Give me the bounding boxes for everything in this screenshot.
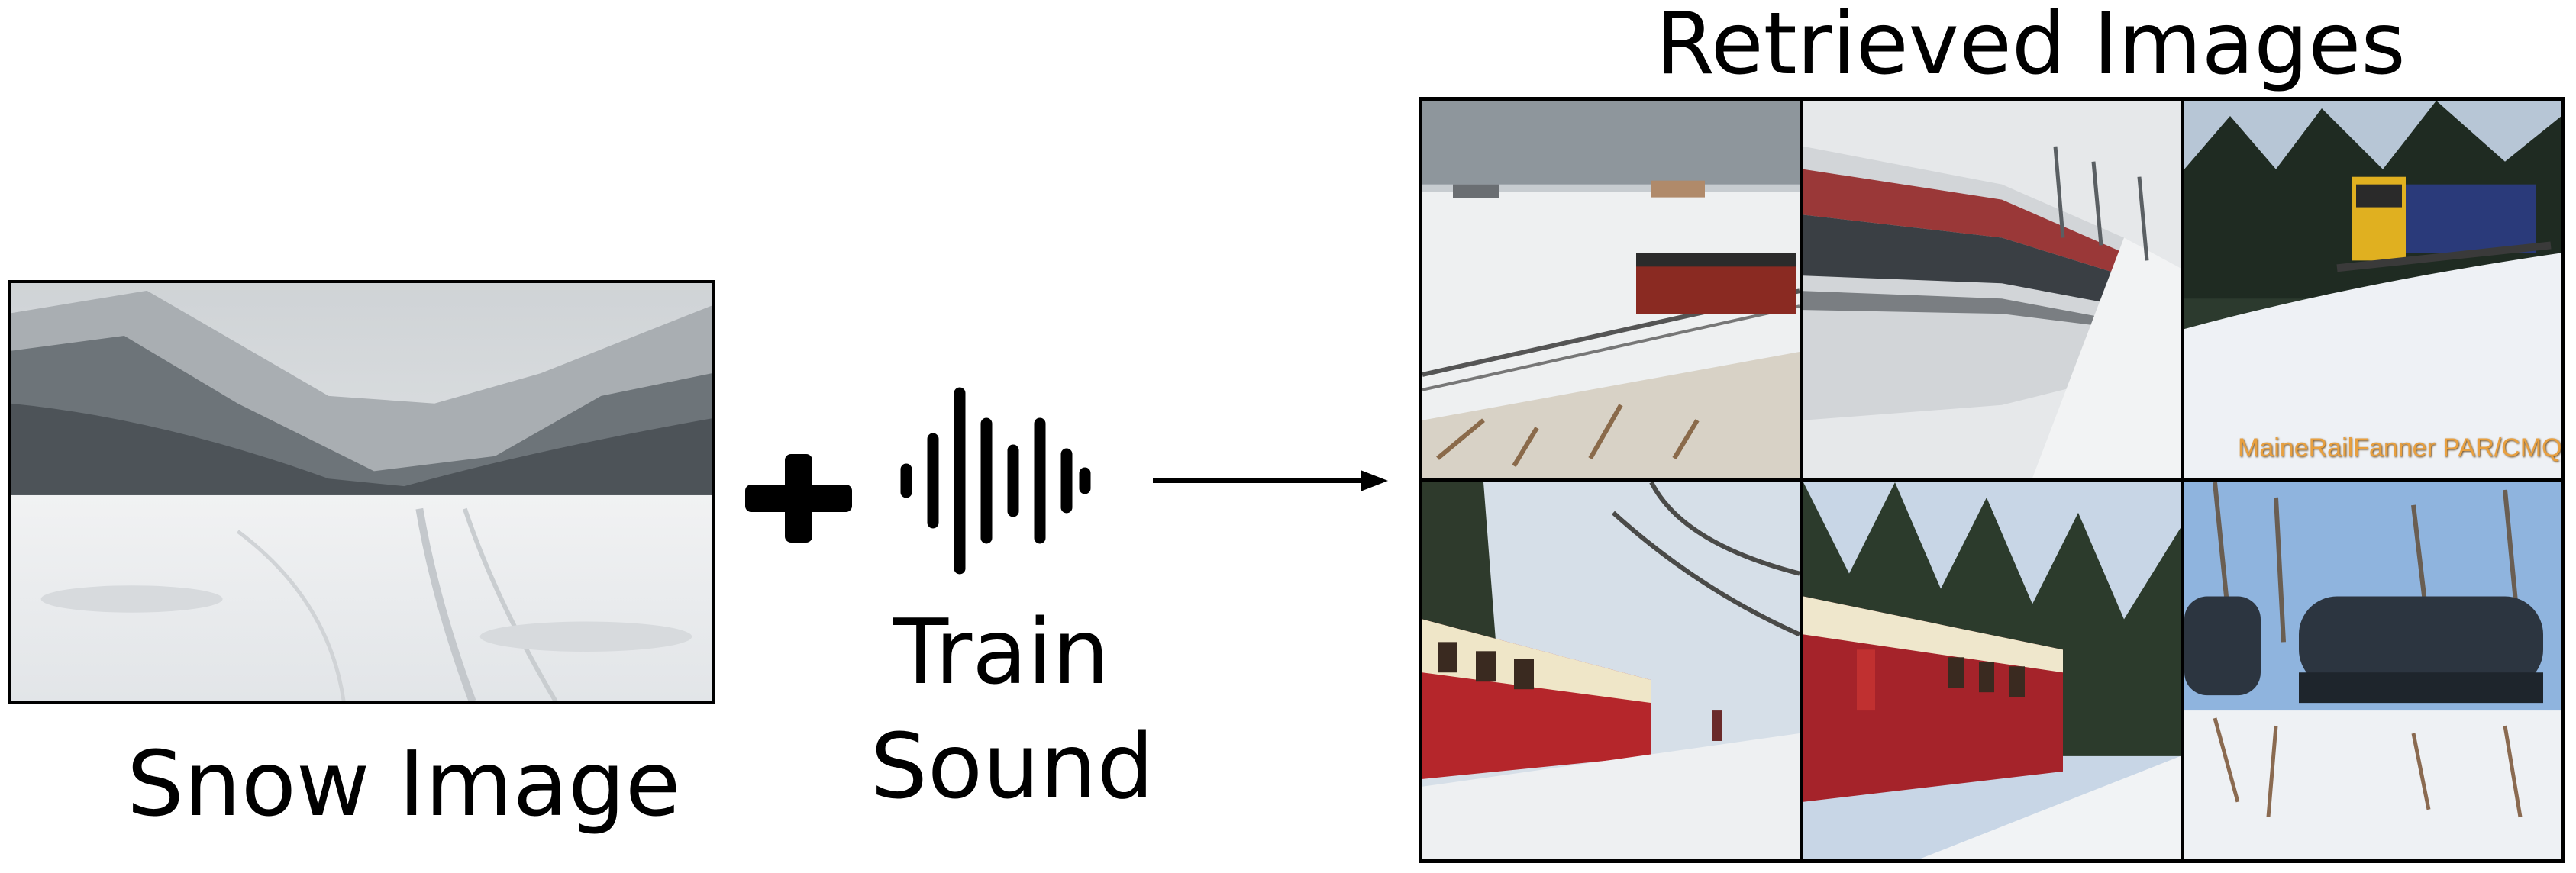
train-sound-caption-line2: Sound (870, 714, 1154, 819)
retrieved-image-4 (1422, 482, 1800, 859)
retrieved-image-3-illustration (2184, 101, 2561, 478)
retrieved-images-grid: MaineRailFanner PAR/CMQ/NBS (1419, 97, 2565, 863)
sound-wave-icon (900, 387, 1091, 575)
plus-icon (745, 454, 852, 543)
retrieved-image-2 (1803, 101, 2181, 478)
retrieved-image-1 (1422, 101, 1800, 478)
retrieved-image-1-illustration (1422, 101, 1800, 478)
retrieved-image-4-illustration (1422, 482, 1800, 859)
snow-landscape-illustration (11, 283, 712, 701)
retrieved-image-5-illustration (1803, 482, 2181, 859)
snow-image-caption: Snow Image (127, 731, 681, 836)
retrieved-image-5 (1803, 482, 2181, 859)
retrieved-image-3: MaineRailFanner PAR/CMQ/NBS (2184, 101, 2561, 478)
retrieved-image-6-illustration (2184, 482, 2561, 859)
train-sound-caption-line1: Train (893, 599, 1110, 704)
retrieved-image-6 (2184, 482, 2561, 859)
snow-image (8, 280, 715, 704)
retrieved-image-2-illustration (1803, 101, 2181, 478)
retrieved-image-watermark: MaineRailFanner PAR/CMQ/NBS (2238, 433, 2561, 462)
right-arrow-icon (1153, 470, 1388, 491)
retrieved-images-title: Retrieved Images (1655, 0, 2406, 94)
